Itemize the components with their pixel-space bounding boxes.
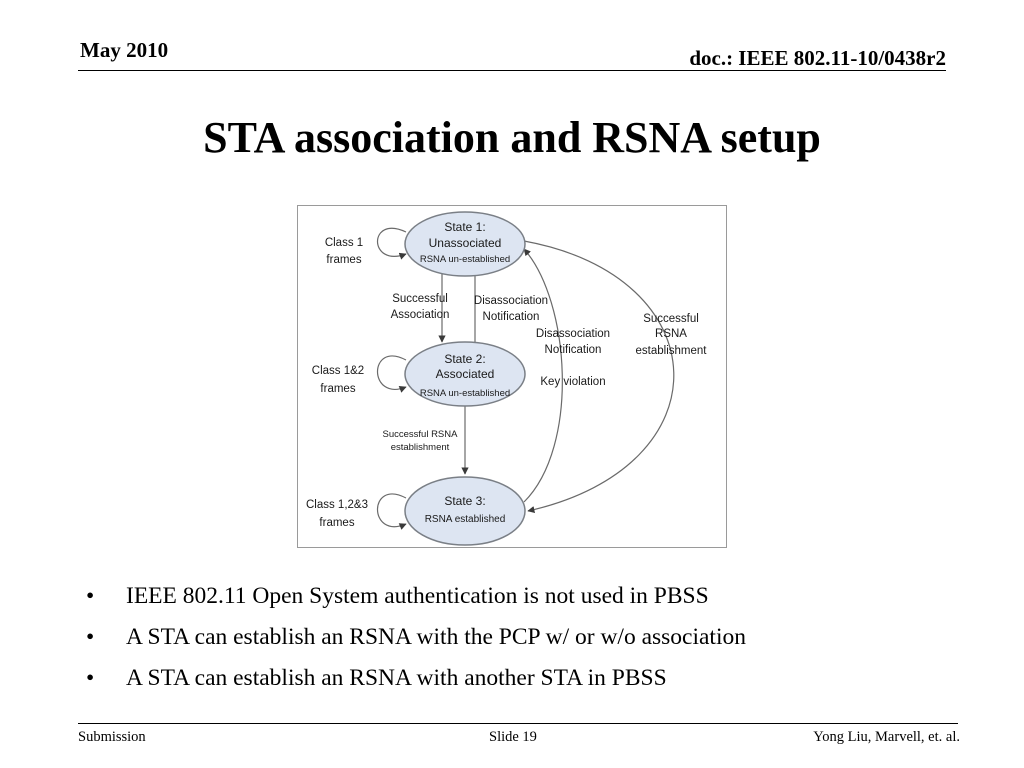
label-s2-s3-line1: Successful RSNA [383, 429, 459, 440]
bullet-item: • A STA can establish an RSNA with anoth… [86, 660, 746, 701]
loop-1-label-line2: frames [326, 254, 361, 266]
state-1-node [404, 211, 526, 277]
state-3-title: State 3: [444, 494, 485, 508]
label-s1-s3-line3: establishment [636, 345, 708, 357]
state-2-detail: RSNA un-established [420, 388, 510, 399]
loop-3-label-line2: frames [319, 517, 354, 529]
state-3-detail: RSNA established [425, 514, 506, 525]
header-rule [78, 70, 946, 71]
bullet-item: • A STA can establish an RSNA with the P… [86, 619, 746, 660]
loop-3-label-line1: Class 1,2&3 [306, 499, 368, 511]
label-s3-s1-line1: Disassociation [536, 328, 610, 340]
loop-1-label-line1: Class 1 [325, 237, 363, 249]
label-s2-s3-line2: establishment [391, 442, 450, 453]
slide-title: STA association and RSNA setup [203, 113, 821, 162]
bullet-item: • IEEE 802.11 Open System authentication… [86, 578, 746, 619]
bullet-marker: • [86, 583, 95, 609]
state-2-subtitle: Associated [436, 367, 495, 381]
state-1-detail: RSNA un-established [420, 254, 510, 265]
footer-slide-number: Slide 19 [489, 729, 537, 745]
footer-authors: Yong Liu, Marvell, et. al. [813, 729, 960, 745]
state-2-node [404, 341, 526, 407]
header-date: May 2010 [80, 38, 169, 62]
self-loop-state3 [377, 493, 407, 530]
footer-rule [78, 723, 958, 724]
state-diagram: State 1: Unassociated RSNA un-establishe… [297, 205, 727, 548]
state-diagram-svg: State 1: Unassociated RSNA un-establishe… [306, 211, 708, 546]
bullet-text: A STA can establish an RSNA with another… [126, 665, 667, 691]
loop-2-label-line1: Class 1&2 [312, 365, 364, 377]
label-s1-s3-line1: Successful [643, 313, 699, 325]
bullet-marker: • [86, 665, 95, 691]
arrow-s3-to-s1 [523, 248, 563, 503]
header-doc-id: doc.: IEEE 802.11-10/0438r2 [689, 46, 946, 70]
state-1-subtitle: Unassociated [429, 236, 502, 250]
state-1-title: State 1: [444, 220, 485, 234]
label-s2-s1-line1: Disassociation [474, 295, 548, 307]
label-s1-s2-line2: Association [391, 309, 450, 321]
footer-submission: Submission [78, 729, 146, 745]
label-s3-s1-line2: Notification [545, 344, 602, 356]
bullet-text: A STA can establish an RSNA with the PCP… [126, 624, 746, 650]
arrow-s1-to-s3 [523, 240, 675, 514]
bullet-list: • IEEE 802.11 Open System authentication… [86, 578, 746, 701]
state-2-title: State 2: [444, 352, 485, 366]
label-s2-s1-line2: Notification [483, 311, 540, 323]
bullet-text: IEEE 802.11 Open System authentication i… [126, 583, 709, 609]
bullet-marker: • [86, 624, 95, 650]
self-loop-state1 [376, 227, 407, 260]
label-s3-s1-key: Key violation [540, 376, 605, 388]
loop-2-label-line2: frames [320, 383, 355, 395]
state-3-node [404, 476, 526, 546]
label-s1-s3-line2: RSNA [655, 328, 687, 340]
label-s1-s2-line1: Successful [392, 293, 448, 305]
self-loop-state2 [377, 355, 407, 393]
